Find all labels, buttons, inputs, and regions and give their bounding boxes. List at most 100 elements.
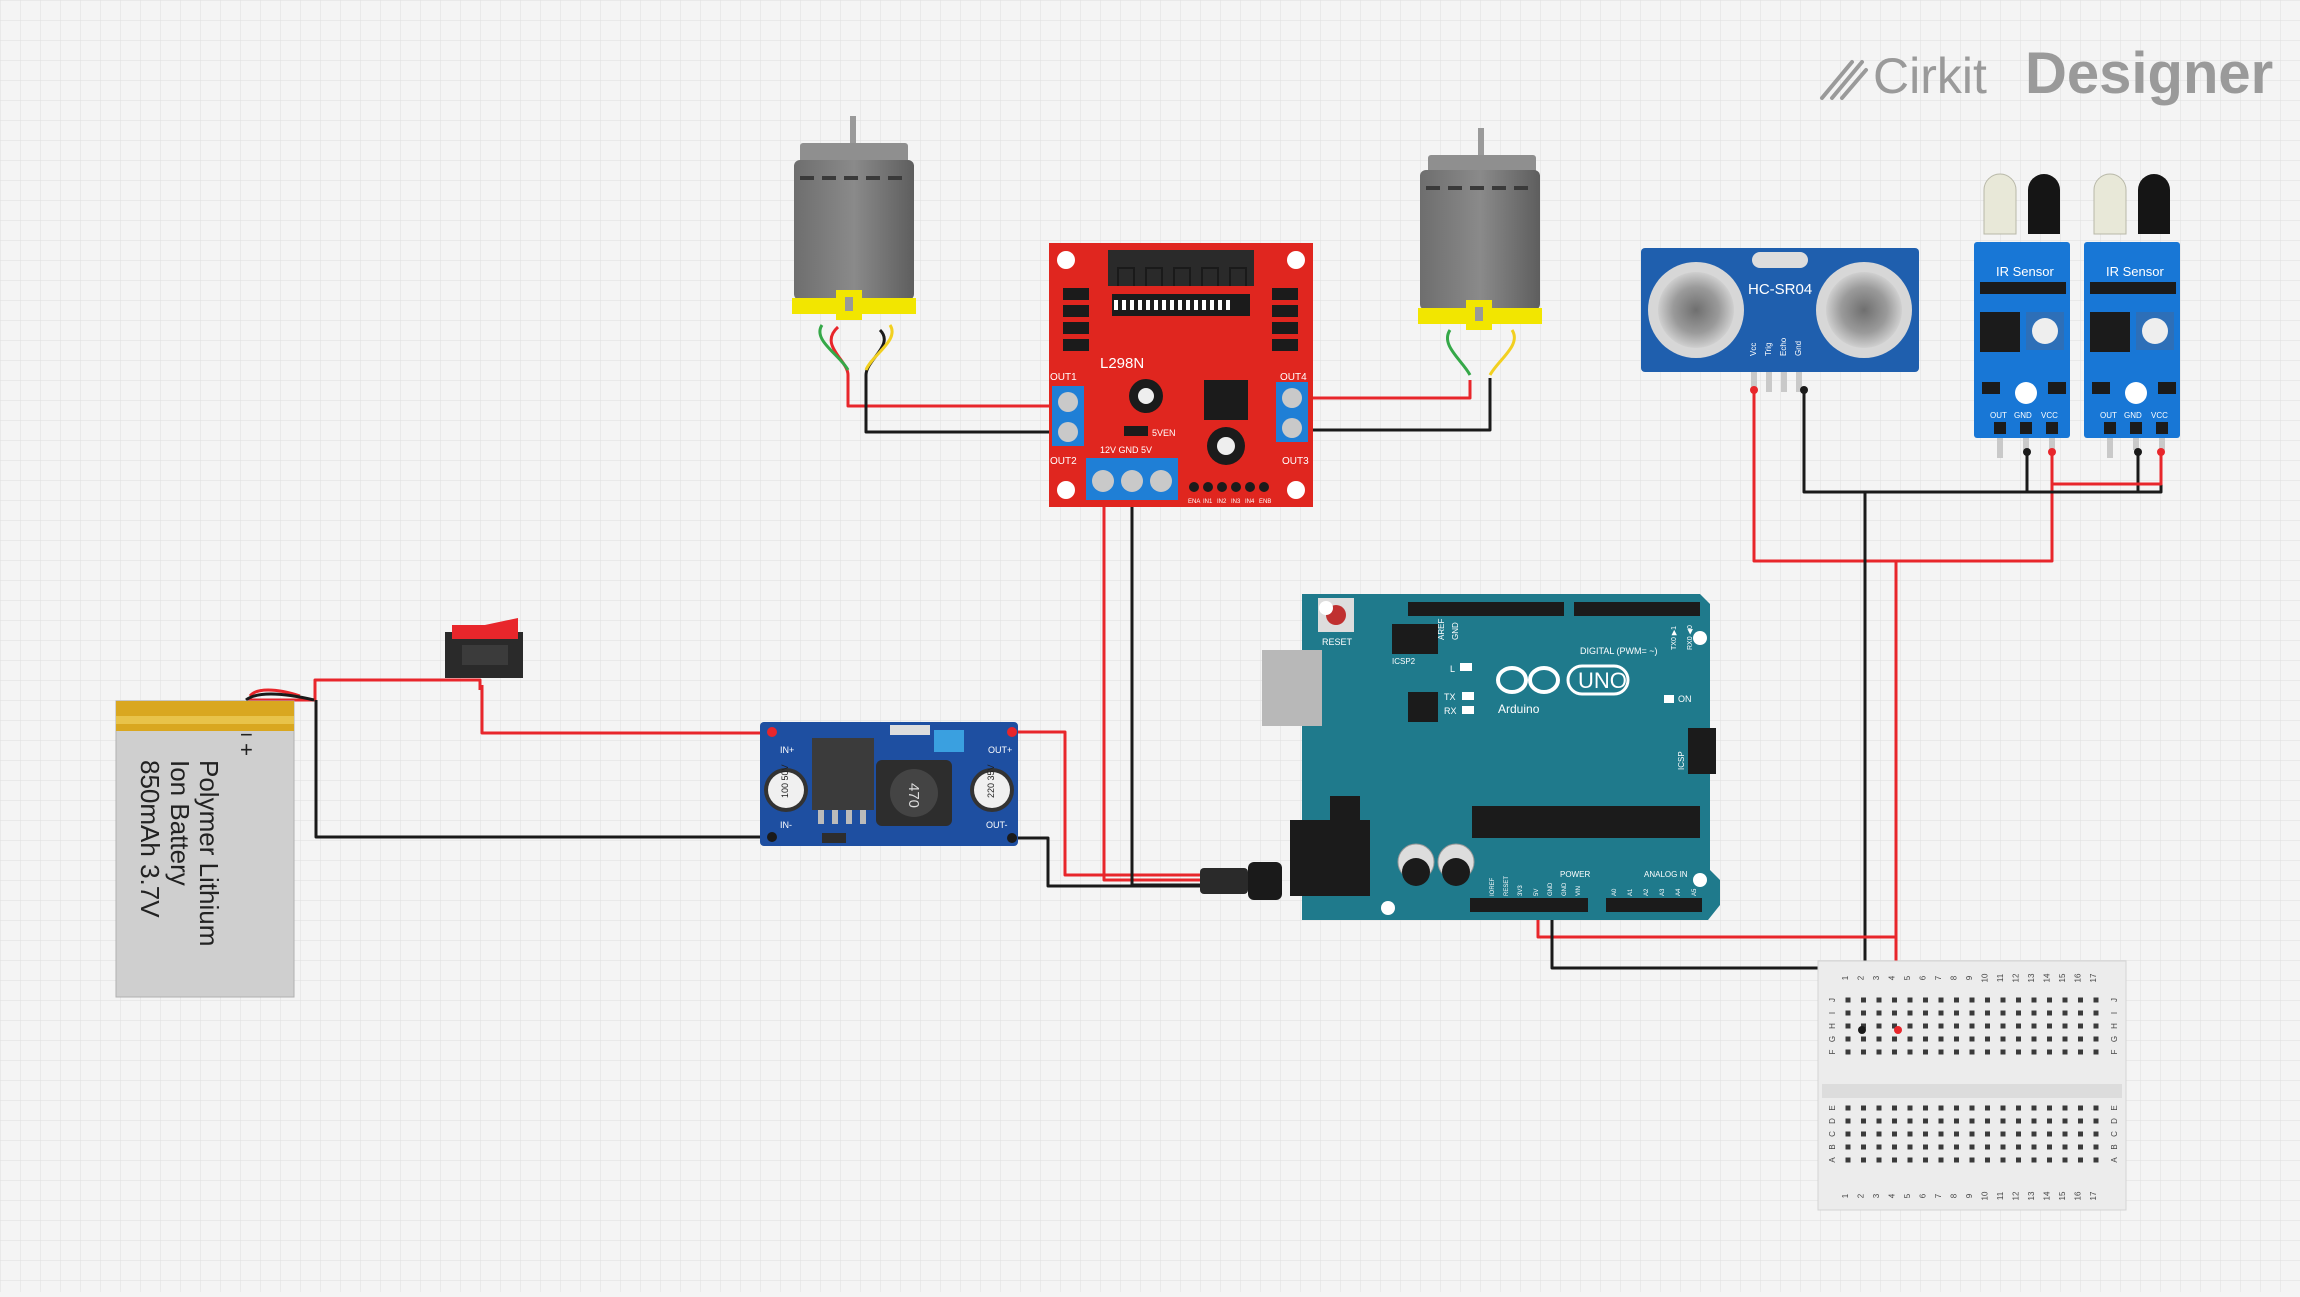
arduino-uno[interactable]: RESET ICSP2 DIGITAL (PWM= ~) AREF GND TX… [1200, 594, 1720, 920]
breadboard-hole[interactable] [2031, 1144, 2037, 1150]
breadboard-hole[interactable] [1876, 1023, 1882, 1029]
breadboard-hole[interactable] [2093, 1023, 2099, 1029]
breadboard-hole[interactable] [2000, 1023, 2006, 1029]
breadboard-hole[interactable] [1954, 1157, 1959, 1163]
breadboard-hole[interactable] [1969, 1105, 1975, 1111]
ir-sensor-2[interactable]: IR Sensor OUT GND VCC [2084, 173, 2180, 458]
breadboard-hole[interactable] [1892, 1118, 1897, 1124]
breadboard-hole[interactable] [1845, 1010, 1851, 1016]
breadboard-hole[interactable] [2093, 1144, 2099, 1150]
dc-motor-right[interactable] [1418, 128, 1542, 330]
breadboard-hole[interactable] [2000, 1118, 2006, 1124]
breadboard-hole[interactable] [2093, 1131, 2099, 1137]
breadboard-hole[interactable] [2047, 1157, 2052, 1163]
breadboard-hole[interactable] [1861, 1010, 1866, 1016]
wire-ir-vcc-link[interactable] [2052, 450, 2163, 486]
breadboard-hole[interactable] [2047, 1010, 2052, 1016]
breadboard-hole[interactable] [1861, 1131, 1866, 1137]
breadboard-hole[interactable] [2016, 997, 2021, 1003]
breadboard-hole[interactable] [2000, 1105, 2006, 1111]
breadboard-hole[interactable] [1861, 1118, 1866, 1124]
breadboard-hole[interactable] [1954, 1023, 1959, 1029]
breadboard-hole[interactable] [1845, 1144, 1851, 1150]
breadboard-hole[interactable] [1861, 1144, 1866, 1150]
breadboard-hole[interactable] [2078, 1049, 2083, 1055]
rocker-switch[interactable] [445, 618, 523, 678]
breadboard-hole[interactable] [1923, 997, 1928, 1003]
breadboard-hole[interactable] [2016, 1036, 2021, 1042]
breadboard-hole[interactable] [1907, 1157, 1913, 1163]
ir-sensor-1[interactable]: IR Sensor OUT GND VCC [1974, 173, 2070, 458]
breadboard-hole[interactable] [1923, 1118, 1928, 1124]
breadboard-hole[interactable] [2016, 1049, 2021, 1055]
breadboard-hole[interactable] [2062, 1049, 2068, 1055]
breadboard-hole[interactable] [1845, 1118, 1851, 1124]
breadboard-hole[interactable] [1892, 1036, 1897, 1042]
breadboard-hole[interactable] [1985, 1010, 1990, 1016]
breadboard-hole[interactable] [2016, 1118, 2021, 1124]
breadboard-hole[interactable] [1876, 1157, 1882, 1163]
breadboard-hole[interactable] [2078, 1118, 2083, 1124]
wire-l298n-12v[interactable] [1102, 506, 1200, 882]
wire-motor2-red[interactable] [1290, 380, 1472, 400]
breadboard-hole[interactable] [1892, 1157, 1897, 1163]
wire-battery-to-switch[interactable] [248, 678, 482, 702]
breadboard-hole[interactable] [2078, 1131, 2083, 1137]
wire-switch-to-buck-in[interactable] [480, 685, 768, 735]
breadboard-hole[interactable] [2047, 1144, 2052, 1150]
breadboard-hole[interactable] [2062, 1144, 2068, 1150]
breadboard-hole[interactable] [1938, 1131, 1944, 1137]
breadboard-hole[interactable] [1969, 1144, 1975, 1150]
breadboard-hole[interactable] [1861, 1105, 1866, 1111]
breadboard-hole[interactable] [1907, 997, 1913, 1003]
wire-arduino-gnd[interactable] [1550, 908, 1865, 970]
breadboard-hole[interactable] [1969, 1023, 1975, 1029]
breadboard-hole[interactable] [2062, 1157, 2068, 1163]
breadboard-hole[interactable] [2031, 997, 2037, 1003]
breadboard-hole[interactable] [2062, 1023, 2068, 1029]
dc-motor-left[interactable] [792, 116, 916, 320]
breadboard-hole[interactable] [1861, 997, 1866, 1003]
breadboard-hole[interactable] [1938, 1023, 1944, 1029]
breadboard-hole[interactable] [1876, 1118, 1882, 1124]
breadboard-hole[interactable] [1923, 1036, 1928, 1042]
breadboard-hole[interactable] [2000, 1036, 2006, 1042]
breadboard-hole[interactable] [1907, 1144, 1913, 1150]
breadboard-hole[interactable] [1938, 1049, 1944, 1055]
breadboard-hole[interactable] [2031, 1118, 2037, 1124]
breadboard-hole[interactable] [2031, 1010, 2037, 1016]
breadboard-hole[interactable] [1954, 1036, 1959, 1042]
breadboard-hole[interactable] [2016, 1157, 2021, 1163]
breadboard-hole[interactable] [2031, 1023, 2037, 1029]
breadboard-hole[interactable] [1876, 1010, 1882, 1016]
breadboard-hole[interactable] [2062, 1010, 2068, 1016]
breadboard-hole[interactable] [2093, 997, 2099, 1003]
breadboard-hole[interactable] [1845, 1105, 1851, 1111]
l298n-power-terminal[interactable] [1086, 458, 1178, 500]
breadboard-hole[interactable] [1892, 1049, 1897, 1055]
breadboard-hole[interactable] [1923, 1131, 1928, 1137]
barrel-jack-plug[interactable] [1200, 868, 1248, 894]
breadboard-hole[interactable] [2047, 1049, 2052, 1055]
breadboard-hole[interactable] [1969, 1131, 1975, 1137]
breadboard-hole[interactable] [2016, 1144, 2021, 1150]
breadboard-hole[interactable] [2062, 1036, 2068, 1042]
l298n-motor-driver[interactable]: L298N OUT1 OUT4 OUT2 OUT3 12V GND 5V 5VE… [1049, 243, 1313, 507]
breadboard-hole[interactable] [2062, 1105, 2068, 1111]
breadboard-hole[interactable] [2047, 1105, 2052, 1111]
breadboard-hole[interactable] [1876, 1036, 1882, 1042]
breadboard-hole[interactable] [1969, 1010, 1975, 1016]
l298n-out4-terminal[interactable] [1276, 382, 1308, 442]
breadboard-hole[interactable] [2093, 1118, 2099, 1124]
breadboard-hole[interactable] [1861, 1036, 1866, 1042]
breadboard-hole[interactable] [1892, 1144, 1897, 1150]
breadboard-hole[interactable] [1892, 1105, 1897, 1111]
breadboard-hole[interactable] [2000, 1049, 2006, 1055]
breadboard-hole[interactable] [2047, 1118, 2052, 1124]
breadboard-hole[interactable] [1845, 1049, 1851, 1055]
breadboard-hole[interactable] [1907, 1010, 1913, 1016]
breadboard-hole[interactable] [1907, 1118, 1913, 1124]
breadboard-hole[interactable] [2016, 1010, 2021, 1016]
breadboard-hole[interactable] [1876, 1144, 1882, 1150]
